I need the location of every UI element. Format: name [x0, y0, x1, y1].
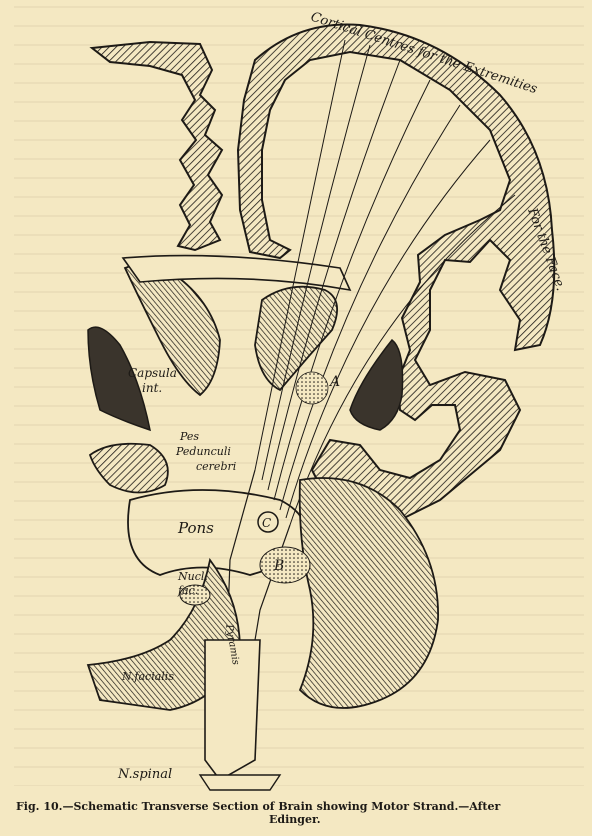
label-capsula: Capsula: [128, 366, 177, 380]
label-n-spinal: N.spinal: [117, 767, 172, 782]
figure-caption: Fig. 10.—Schematic Transverse Section of…: [16, 800, 584, 826]
label-n-facialis: N.facialis: [121, 670, 174, 683]
label-pes: Pes: [179, 430, 199, 443]
label-capsula-int: int.: [142, 381, 162, 395]
label-fac: fac.: [177, 584, 198, 597]
label-pedunculi: Pedunculi: [175, 445, 231, 458]
label-c: C: [262, 516, 271, 530]
nucleus-b: [260, 547, 310, 583]
label-cerebri: cerebri: [196, 460, 236, 473]
caption-fig-number: Fig. 10.: [16, 800, 62, 813]
label-b: B: [273, 558, 284, 574]
label-a: A: [328, 374, 340, 390]
thalamus-right: [255, 287, 337, 390]
nucleus-a-dots: [296, 372, 328, 404]
label-nucl: Nucl.: [177, 570, 208, 583]
caption-text-line1: —Schematic Transverse Section of Brain s…: [62, 800, 500, 813]
left-hemisphere-cortex: [92, 42, 222, 250]
caption-text-line2: Edinger.: [16, 813, 584, 826]
lenticular-right: [350, 340, 403, 430]
label-pons: Pons: [177, 519, 214, 537]
temporal-lobe-left: [90, 444, 168, 493]
